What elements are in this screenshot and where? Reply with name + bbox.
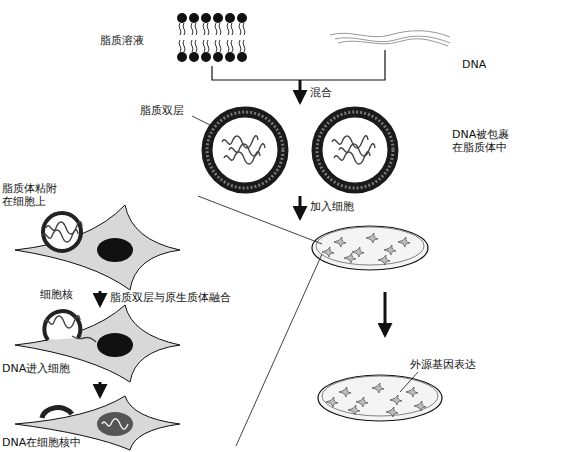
solution-label: 脂质溶液 [100,34,170,47]
liposome [207,112,393,188]
petri-dish [318,375,442,421]
petri-dish [312,226,428,270]
step-label: DNA进入细胞 [2,362,82,375]
nucleus-label: 细胞核 [40,288,84,301]
dna-label: DNA [462,58,502,71]
step-label: 混合 [310,86,350,99]
zoom-line [198,196,322,244]
dna-strand [330,31,450,46]
adhesion-label: 脂质体粘附 在细胞上 [2,182,66,208]
step-arrow [384,292,387,335]
merge-bracket [212,50,385,102]
bilayer-label: 脂质双层 [140,104,200,117]
step-label: DNA在细胞核中 [2,436,92,449]
cell [15,205,180,290]
zoom-line [236,254,322,446]
liposome-label: DNA被包裹 在脂质体中 [452,128,514,154]
step-label: 脂质双层与原生质体融合 [110,291,260,304]
leader-line [400,372,418,392]
step-arrow [299,196,302,218]
step-arrow [99,291,102,305]
step-arrow [99,382,102,396]
lipid-bilayer [177,13,247,62]
expression-label: 外源基因表达 [410,358,490,371]
step-label: 加入细胞 [310,200,370,213]
leader-line [192,116,212,126]
